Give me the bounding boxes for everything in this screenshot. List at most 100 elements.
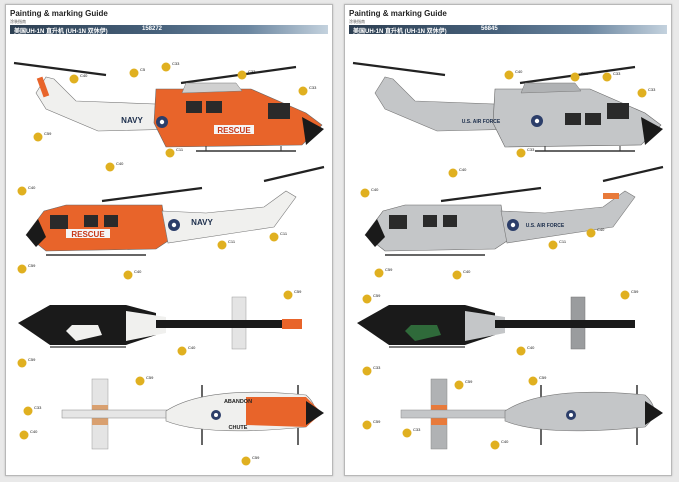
chute-text: CHUTE xyxy=(229,425,248,431)
svg-text:C40: C40 xyxy=(30,429,38,434)
svg-text:C40: C40 xyxy=(515,69,523,74)
paint-callouts: C40 C59 C5 C33 C11 C33 C33 C40 C40 C59 C… xyxy=(17,61,317,466)
navy-text-2: NAVY xyxy=(191,218,213,227)
paint-callouts: C40 C33 C11 C33 C33 C40 C40 C59 C11 C40 … xyxy=(360,69,656,450)
paint-callout: C11 xyxy=(570,71,589,82)
paint-callout: C33 xyxy=(298,85,317,96)
model-title: 美国UH-1N 直升机 (UH-1N 双休伊) xyxy=(353,29,447,35)
paint-callout: C40 xyxy=(177,345,196,356)
product-code: 56845 xyxy=(481,26,498,32)
svg-text:C33: C33 xyxy=(648,87,656,92)
paint-callout: C33 xyxy=(602,71,621,82)
svg-text:C59: C59 xyxy=(465,379,473,384)
svg-text:C40: C40 xyxy=(527,345,535,350)
model-title-bar: 美国UH-1N 直升机 (UH-1N 双休伊) 158272 xyxy=(10,25,328,35)
svg-text:C11: C11 xyxy=(228,239,236,244)
svg-text:C59: C59 xyxy=(373,293,381,298)
paint-callout: C59 xyxy=(362,293,381,304)
paint-callout: C33 xyxy=(362,365,381,376)
paint-callout: C59 xyxy=(135,375,154,386)
heli-profile-underside xyxy=(18,296,302,350)
paint-callout: C40 xyxy=(516,345,535,356)
svg-text:C59: C59 xyxy=(28,263,36,268)
svg-text:C59: C59 xyxy=(252,455,260,460)
svg-text:C33: C33 xyxy=(413,427,421,432)
svg-text:C5: C5 xyxy=(140,67,146,72)
paint-callout: C40 xyxy=(123,269,142,280)
air-force-text-2: U.S. AIR FORCE xyxy=(526,223,565,229)
heli-profile-underside xyxy=(357,296,635,350)
paint-callout: C40 xyxy=(105,161,124,172)
paint-callout: C40 xyxy=(69,73,88,84)
model-title: 美国UH-1N 直升机 (UH-1N 双休伊) xyxy=(14,29,108,35)
svg-text:C59: C59 xyxy=(146,375,154,380)
sheet-title: Painting & marking Guide xyxy=(10,9,108,18)
paint-callout: C11 xyxy=(548,239,567,250)
svg-text:C40: C40 xyxy=(134,269,142,274)
svg-text:C59: C59 xyxy=(294,289,302,294)
paint-callout: C59 xyxy=(362,419,381,430)
product-code: 158272 xyxy=(142,26,163,32)
air-force-text: U.S. AIR FORCE xyxy=(462,119,501,125)
svg-text:C33: C33 xyxy=(172,61,180,66)
svg-text:C40: C40 xyxy=(80,73,88,78)
svg-text:C59: C59 xyxy=(539,375,547,380)
paint-callout: C33 xyxy=(23,405,42,416)
rescue-text: RESCUE xyxy=(217,126,251,135)
svg-text:C59: C59 xyxy=(373,419,381,424)
svg-text:C59: C59 xyxy=(385,267,393,272)
paint-callout: C59 xyxy=(241,455,260,466)
paint-callout: C11 xyxy=(217,239,236,250)
paint-callout: C59 xyxy=(620,289,639,300)
paint-callout: C11 xyxy=(165,147,184,158)
paint-callout: C59 xyxy=(454,379,473,390)
svg-text:C40: C40 xyxy=(459,167,467,172)
sheet-title: Painting & marking Guide xyxy=(349,9,447,18)
svg-text:C11: C11 xyxy=(280,231,288,236)
svg-text:C40: C40 xyxy=(116,161,124,166)
svg-text:C33: C33 xyxy=(309,85,317,90)
navy-text: NAVY xyxy=(121,116,143,125)
paint-callout: C40 xyxy=(19,429,38,440)
model-title-bar: 美国UH-1N 直升机 (UH-1N 双休伊) 56845 xyxy=(349,25,667,35)
svg-text:C40: C40 xyxy=(597,227,605,232)
painting-guide-sheet-158272: Painting & marking Guide 涂装指南 美国UH-1N 直升… xyxy=(5,4,333,476)
svg-text:C59: C59 xyxy=(28,357,36,362)
abandon-text: ABANDON xyxy=(224,399,252,405)
svg-text:C40: C40 xyxy=(28,185,36,190)
sheet-subtitle: 涂装指南 xyxy=(349,19,365,24)
svg-text:C40: C40 xyxy=(371,187,379,192)
paint-callout: C40 xyxy=(490,439,509,450)
paint-callout: C5 xyxy=(129,67,146,78)
paint-callout: C40 xyxy=(452,269,471,280)
heli-profile-left-side: RESCUE NAVY xyxy=(25,165,325,256)
svg-text:C40: C40 xyxy=(463,269,471,274)
svg-text:C33: C33 xyxy=(373,365,381,370)
paint-callout: C33 xyxy=(637,87,656,98)
svg-text:C40: C40 xyxy=(188,345,196,350)
rescue-text-2: RESCUE xyxy=(71,230,105,239)
svg-text:C59: C59 xyxy=(631,289,639,294)
paint-callout: C59 xyxy=(528,375,547,386)
paint-callout: C59 xyxy=(17,263,36,274)
helicopter-profiles-air-force: U.S. AIR FORCE U.S. AIR FORCE xyxy=(352,61,664,450)
paint-callout: C40 xyxy=(448,167,467,178)
paint-callout: C40 xyxy=(360,187,379,198)
paint-callout: C33 xyxy=(402,427,421,438)
svg-text:C33: C33 xyxy=(527,147,535,152)
paint-callout: C40 xyxy=(586,227,605,238)
svg-text:C11: C11 xyxy=(581,71,589,76)
paint-callout: C40 xyxy=(17,185,36,196)
paint-callout: C59 xyxy=(283,289,302,300)
svg-text:C33: C33 xyxy=(34,405,42,410)
svg-text:C40: C40 xyxy=(501,439,509,444)
paint-callout: C59 xyxy=(33,131,52,142)
helicopter-profiles-navy: RESCUE NAVY RESCUE NAVY xyxy=(13,61,325,466)
svg-text:C59: C59 xyxy=(44,131,52,136)
sheet-subtitle: 涂装指南 xyxy=(10,19,26,24)
paint-callout: C11 xyxy=(269,231,288,242)
heli-profile-top: ABANDON CHUTE xyxy=(61,378,324,450)
svg-text:C33: C33 xyxy=(613,71,621,76)
painting-guide-sheet-56845: Painting & marking Guide 涂装指南 美国UH-1N 直升… xyxy=(344,4,672,476)
paint-callout: C33 xyxy=(237,69,256,80)
